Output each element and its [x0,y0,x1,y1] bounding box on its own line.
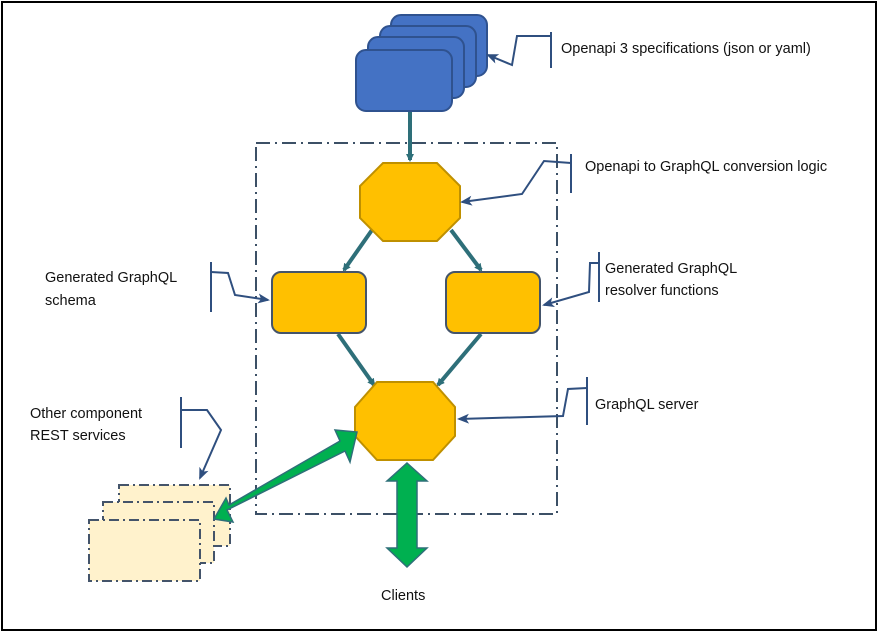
callout-rest [180,397,223,480]
rest-card-1 [88,519,201,582]
spec-card-1 [355,49,453,112]
conversion-logic-node [359,162,461,242]
label-schema-line2: schema [45,293,97,309]
server-rest-bidir-arrow [212,429,358,523]
server-clients-bidir-arrow [385,461,429,569]
callout-server [457,377,588,425]
graphql-server-node [354,381,456,461]
label-rest-line1: Other component [30,406,142,422]
label-clients: Clients [381,588,425,604]
system-boundary [255,142,558,515]
callout-resolvers [542,252,600,308]
rest-services-stack [88,484,231,582]
label-schema-line1: Generated GraphQL [45,270,177,286]
label-resolvers-line1: Generated GraphQL [605,261,737,277]
edge-conversion-to-schema [342,228,374,272]
edge-conversion-to-resolvers [449,228,483,272]
callout-specs [486,32,552,68]
label-rest-line2: REST services [30,428,126,444]
graphql-schema-node [271,271,367,334]
callout-conversion [460,154,572,206]
label-openapi-specs: Openapi 3 specifications (json or yaml) [561,41,811,57]
resolver-functions-node [445,271,541,334]
label-resolvers-line2: resolver functions [605,283,719,299]
callout-schema [210,262,270,312]
edge-schema-to-server [336,332,376,387]
label-conversion-logic: Openapi to GraphQL conversion logic [585,159,827,175]
label-graphql-server: GraphQL server [595,397,699,413]
openapi-specs-stack [355,14,488,112]
edge-resolvers-to-server [436,332,483,387]
